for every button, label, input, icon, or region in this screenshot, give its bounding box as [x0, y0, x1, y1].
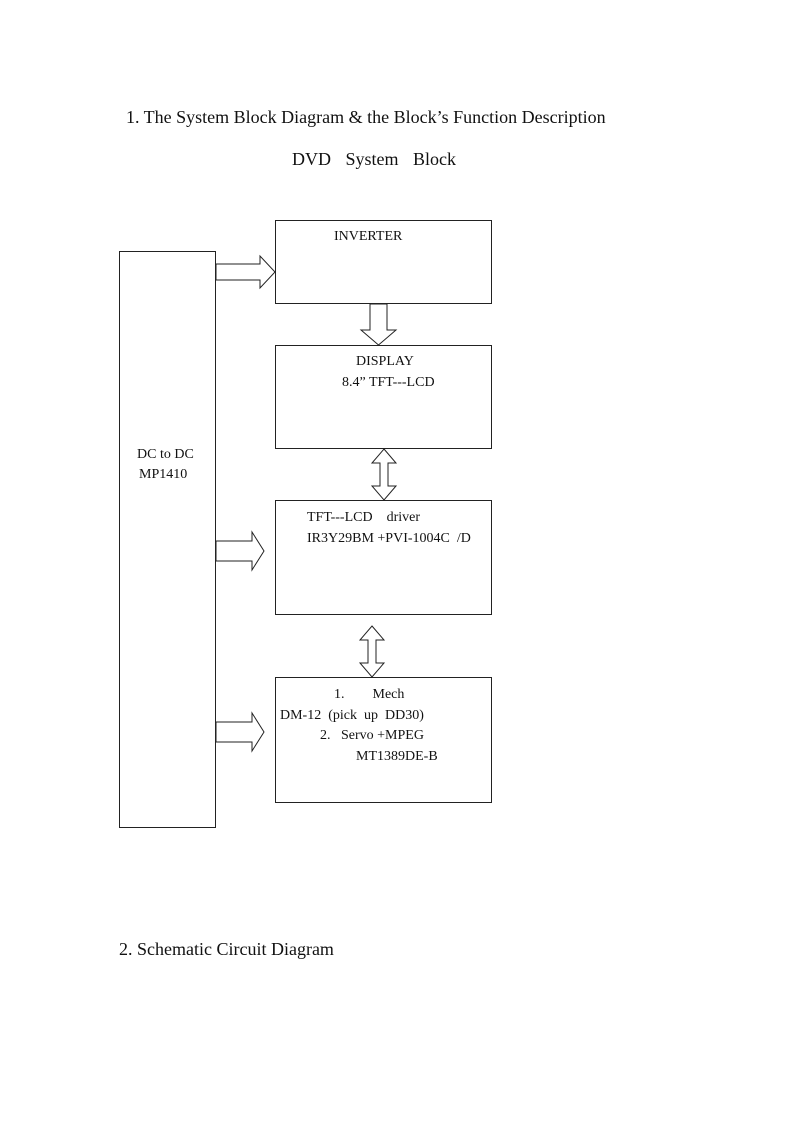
section-heading-1: 1. The System Block Diagram & the Block’…: [126, 107, 606, 127]
arrow-dcdc-to-tft-driver: [215, 530, 265, 572]
tft-driver-label: TFT---LCD driver: [307, 510, 421, 525]
tft-driver-part-numbers: IR3Y29BM +PVI-1004C /D: [307, 531, 471, 546]
tft-driver-block: [275, 500, 492, 615]
arrow-dcdc-to-inverter: [215, 254, 276, 290]
display-label: DISPLAY: [356, 354, 414, 369]
servo-label: 2. Servo +MPEG: [320, 728, 424, 743]
inverter-label: INVERTER: [334, 229, 403, 244]
arrow-dcdc-to-mech-servo: [215, 711, 265, 753]
dcdc-label: DC to DC: [137, 447, 194, 462]
mech-label: 1. Mech: [334, 687, 405, 702]
arrow-inverter-to-display: [359, 303, 398, 346]
mech-model: DM-12 (pick up DD30): [280, 708, 424, 723]
section-heading-2: 2. Schematic Circuit Diagram: [119, 939, 334, 959]
dcdc-block: [119, 251, 216, 828]
dcdc-part-number: MP1410: [139, 467, 188, 482]
display-spec: 8.4” TFT---LCD: [342, 375, 435, 390]
mech-servo-block: [275, 677, 492, 803]
servo-part-number: MT1389DE-B: [356, 749, 438, 764]
inverter-block: [275, 220, 492, 304]
diagram-title: DVD System Block: [292, 149, 456, 169]
arrow-tft-driver-mech-servo: [358, 625, 386, 678]
display-block: [275, 345, 492, 449]
arrow-display-tft-driver: [370, 448, 398, 501]
